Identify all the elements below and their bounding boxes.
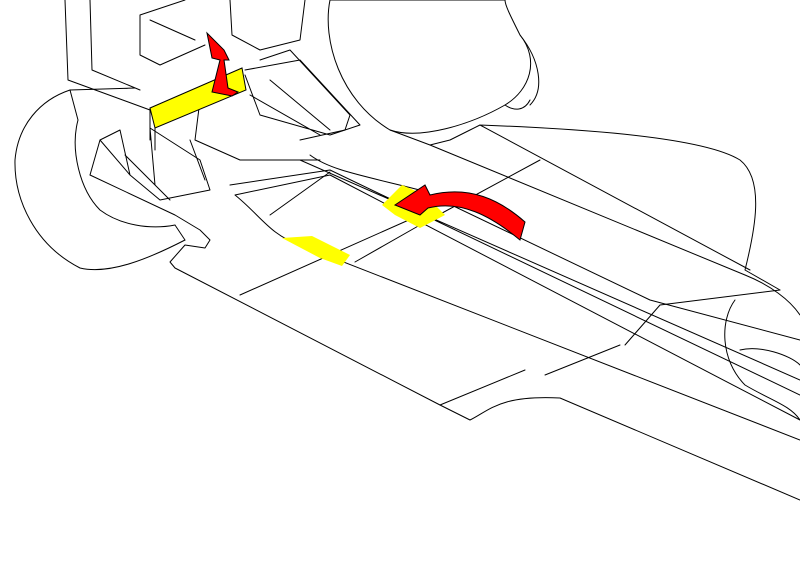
diffuser-left	[89, 127, 211, 201]
front-tyre	[327, 0, 532, 134]
upper-structure	[139, 0, 351, 141]
rear-wheel	[14, 89, 186, 271]
diffuser-right	[194, 59, 361, 161]
body-outline	[64, 0, 151, 111]
floor-edge-outer	[89, 174, 800, 501]
flow-arrow-inward	[393, 184, 526, 241]
highlight-floor-slot	[282, 236, 350, 266]
sidepod	[429, 124, 781, 291]
floor-edge-inner	[234, 174, 800, 441]
floor-sections	[239, 159, 781, 406]
plank	[229, 154, 800, 396]
flow-arrow-upward	[206, 31, 240, 97]
